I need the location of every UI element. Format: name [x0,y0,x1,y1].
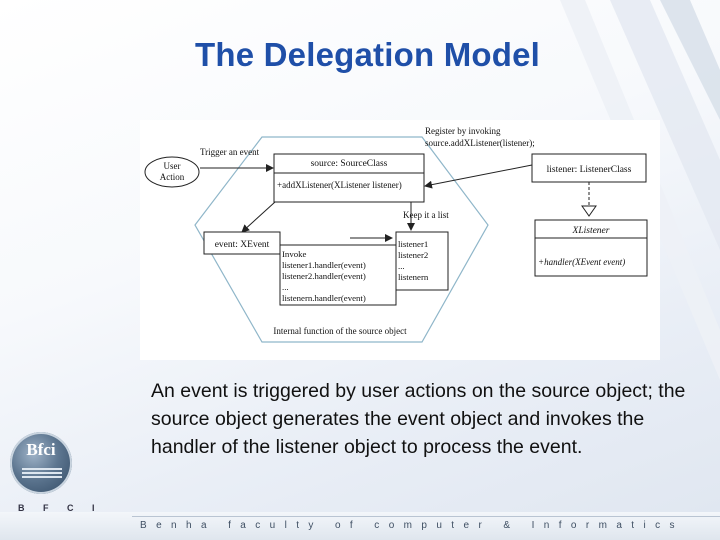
slide-title: The Delegation Model [195,36,540,74]
listener-header: listener: ListenerClass [547,165,632,175]
list-line-2: ... [398,261,405,271]
logo-text: Bfci [24,440,58,466]
register-arrow [425,165,532,186]
invoke-line-3: ... [282,282,289,292]
list-line-1: listener2 [398,250,428,260]
footer-text: Benha faculty of computer & Informatics [140,520,684,531]
footer-line [132,516,720,517]
create-event-arrow [242,202,275,232]
event-label: event: XEvent [215,240,270,250]
invoke-line-1: listener1.handler(event) [282,260,366,270]
invoke-line-4: listenern.handler(event) [282,293,366,303]
diagram-svg: User Action Trigger an event Register by… [140,120,660,360]
user-action-label-2: Action [160,172,185,182]
list-line-3: listenern [398,272,429,282]
xlistener-method: +handler(XEvent event) [538,257,625,267]
list-line-0: listener1 [398,239,428,249]
internal-label: Internal function of the source object [273,326,407,336]
invoke-line-0: Invoke [282,249,307,259]
keep-label: Keep it a list [403,210,449,220]
register-label-2: source.addXListener(listener); [425,138,535,148]
inheritance-triangle [582,206,596,216]
source-header: source: SourceClass [311,159,388,169]
invoke-line-2: listener2.handler(event) [282,271,366,281]
delegation-diagram: User Action Trigger an event Register by… [140,120,660,360]
trigger-label: Trigger an event [200,147,260,157]
xlistener-header: XListener [572,226,610,236]
source-method: +addXListener(XListener listener) [277,180,402,190]
logo-lines [22,466,62,480]
bfci-logo: Bfci [10,432,72,494]
body-text: An event is triggered by user actions on… [151,377,711,461]
user-action-label-1: User [164,161,181,171]
register-label-1: Register by invoking [425,126,501,136]
